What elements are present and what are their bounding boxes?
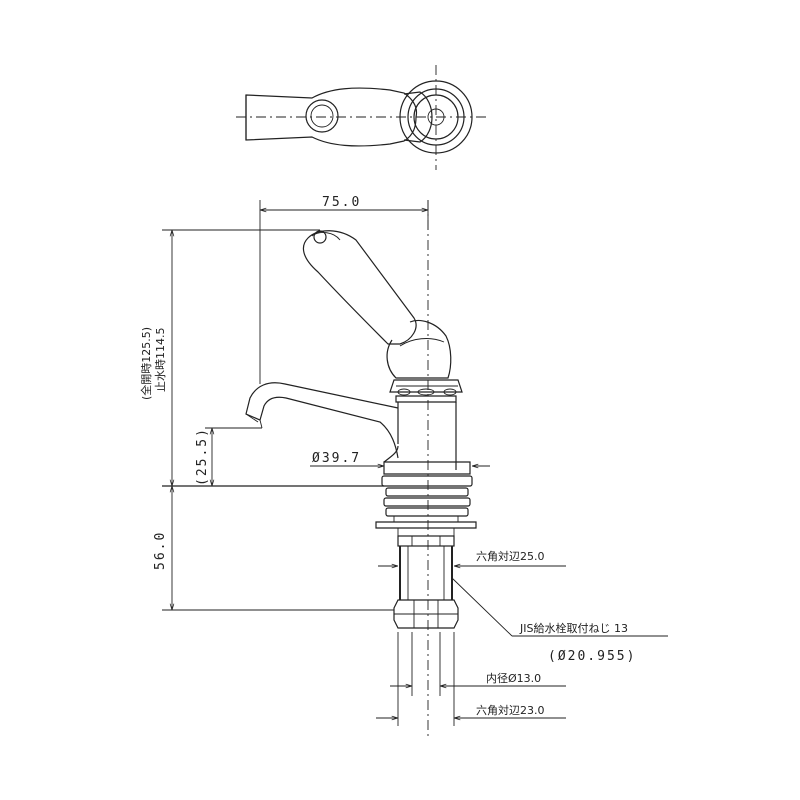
label-thread-spec: JIS給水栓取付ねじ 13 bbox=[519, 621, 628, 635]
label-flange-diameter: Ø39.7 bbox=[312, 451, 361, 466]
label-closed-height: 止水時114.5 bbox=[154, 328, 167, 393]
label-thread-diameter: (Ø20.955) bbox=[548, 649, 636, 664]
label-hex-lower: 六角対辺23.0 bbox=[476, 703, 545, 717]
label-hex-upper: 六角対辺25.0 bbox=[476, 549, 545, 563]
label-inner-diameter: 内径Ø13.0 bbox=[486, 671, 541, 685]
dimension-labels: 75.0 (全開時125.5) 止水時114.5 (25.5) Ø39.7 56… bbox=[139, 195, 636, 717]
front-view bbox=[245, 200, 477, 740]
top-view bbox=[236, 65, 486, 170]
label-spout-height: (25.5) bbox=[195, 427, 210, 486]
dimension-lines bbox=[162, 200, 668, 726]
label-shank-length: 56.0 bbox=[153, 531, 168, 570]
label-spout-reach: 75.0 bbox=[322, 195, 361, 210]
label-total-height: (全開時125.5) bbox=[139, 327, 153, 400]
